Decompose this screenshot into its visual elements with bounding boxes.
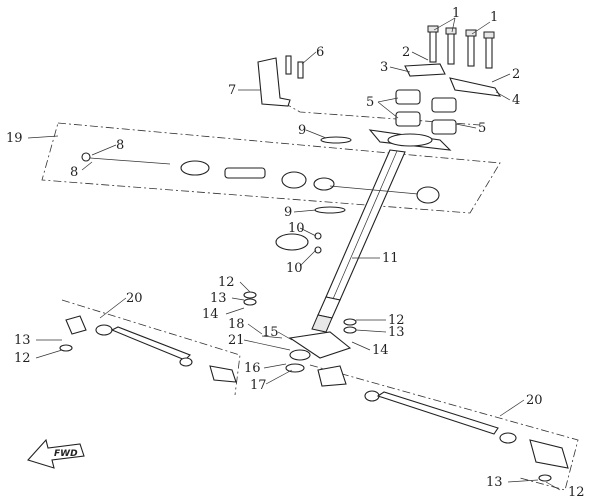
callout-12: 12: [218, 275, 235, 290]
callout-5: 5: [478, 121, 486, 136]
callout-8: 8: [70, 165, 78, 180]
callout-4: 4: [512, 93, 520, 108]
callout-1: 1: [490, 10, 498, 25]
linkage-assembly: [81, 152, 440, 204]
callout-labels: 1 1 2 2 3 4 5 5 6 7 8 8 9 9 10 10 11 12 …: [6, 6, 585, 500]
callout-16: 16: [244, 361, 261, 376]
small-hardware: [243, 291, 357, 334]
callout-19: 19: [6, 131, 23, 146]
left-tie-rod: [59, 315, 237, 383]
callout-3: 3: [380, 60, 388, 75]
callout-15: 15: [262, 325, 279, 340]
mount-bolts: [427, 25, 495, 69]
callout-11: 11: [382, 251, 399, 266]
callout-18: 18: [228, 317, 245, 332]
callout-21: 21: [228, 333, 245, 348]
cap-parts: [275, 232, 322, 254]
callout-12: 12: [388, 313, 405, 328]
leader-lines: [27, 17, 561, 491]
callout-20: 20: [526, 393, 543, 408]
callout-7: 7: [228, 83, 236, 98]
callout-20: 20: [126, 291, 143, 306]
callout-9: 9: [284, 205, 292, 220]
callout-13: 13: [14, 333, 31, 348]
callout-13: 13: [210, 291, 227, 306]
callout-12: 12: [14, 351, 31, 366]
column-mount: [368, 63, 502, 151]
callout-10: 10: [286, 261, 303, 276]
forward-direction-arrow: FWD: [27, 438, 85, 469]
bracket: [257, 55, 304, 107]
callout-13: 13: [388, 325, 405, 340]
callout-14: 14: [202, 307, 219, 322]
callout-14: 14: [372, 343, 389, 358]
callout-17: 17: [250, 378, 267, 393]
callout-13: 13: [486, 475, 503, 490]
right-tie-rod: [317, 365, 569, 482]
pitman-arm: [261, 331, 352, 373]
callout-10: 10: [288, 221, 305, 236]
callout-5: 5: [366, 95, 374, 110]
washers: [314, 136, 352, 214]
steering-shaft: [311, 149, 406, 333]
callout-6: 6: [316, 45, 324, 60]
callout-1: 1: [452, 6, 460, 21]
phantom-boundaries: [41, 94, 579, 491]
callout-2: 2: [402, 45, 410, 60]
callout-8: 8: [116, 138, 124, 153]
callout-12: 12: [568, 485, 585, 500]
callout-9: 9: [298, 123, 306, 138]
callout-2: 2: [512, 67, 520, 82]
forward-badge-text: FWD: [54, 449, 78, 459]
